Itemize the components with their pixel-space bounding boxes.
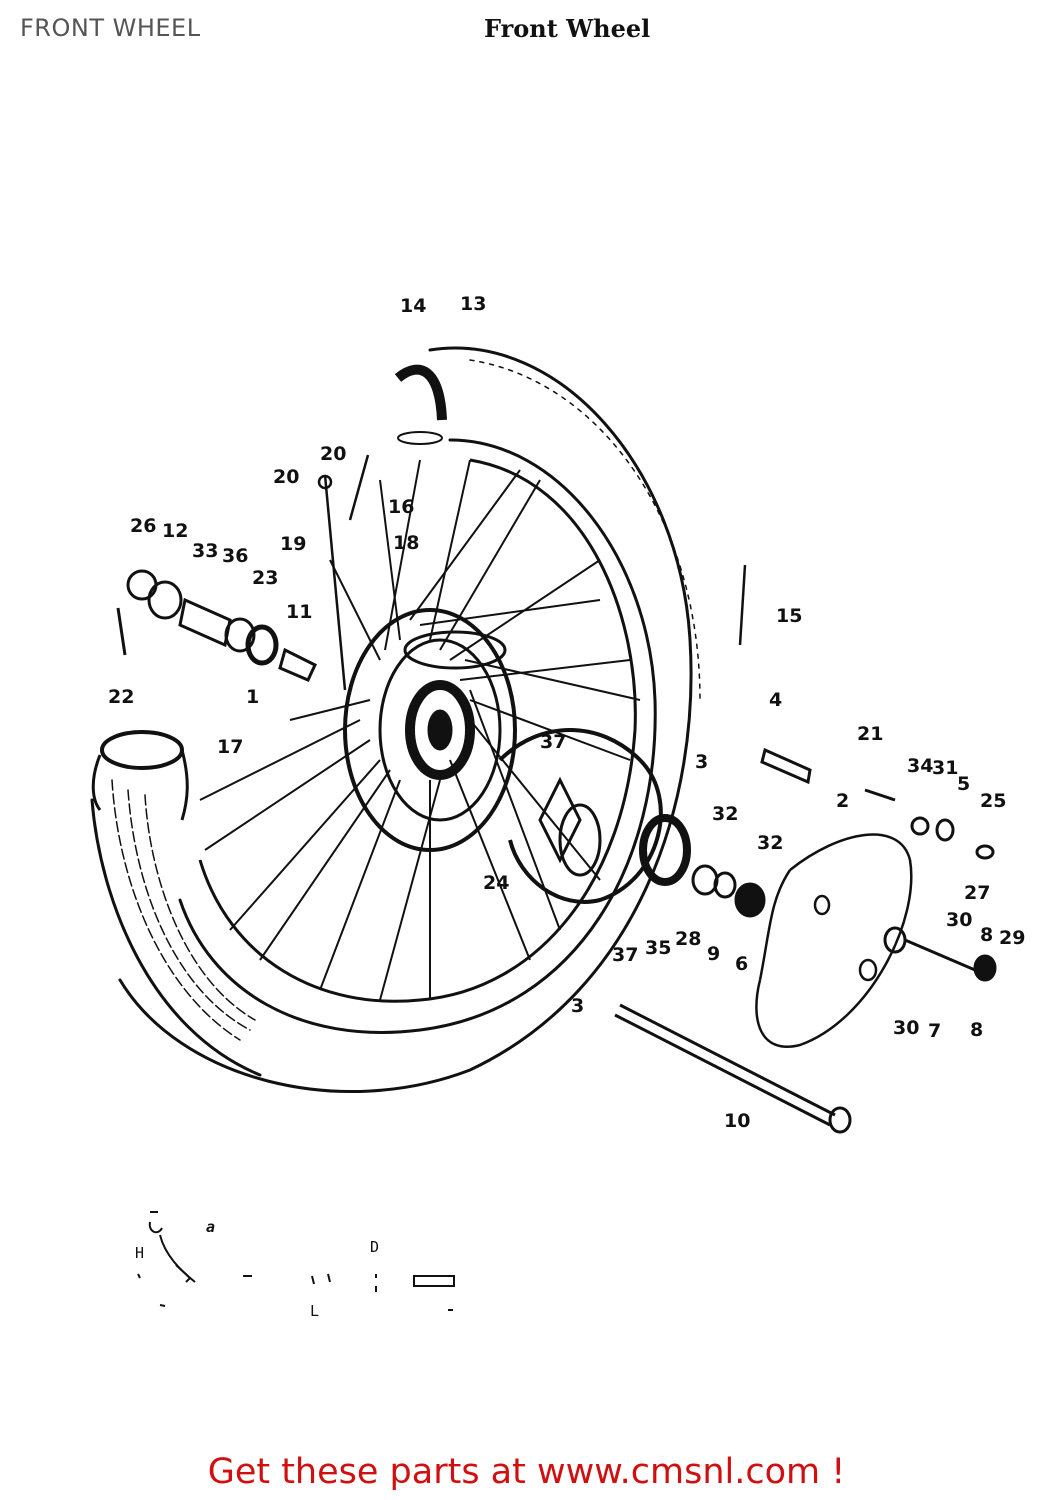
callout-24: 24 xyxy=(483,872,509,894)
callout-36: 36 xyxy=(222,545,248,567)
callout-8: 8 xyxy=(980,924,993,946)
tire-section-bottom xyxy=(91,730,189,821)
spokes xyxy=(199,459,641,1001)
callout-13: 13 xyxy=(460,293,486,315)
brake-panel xyxy=(755,833,913,1048)
callout-10: 10 xyxy=(724,1110,750,1132)
dimension-legend: a H D L xyxy=(135,1211,455,1320)
callout-21: 21 xyxy=(857,723,883,745)
callout-18: 18 xyxy=(393,532,419,554)
callout-32: 32 xyxy=(712,803,738,825)
callout-37: 37 xyxy=(540,731,566,753)
callout-26: 26 xyxy=(130,515,156,537)
callout-14: 14 xyxy=(400,295,426,317)
legend-glyphs xyxy=(137,1211,455,1311)
page-label: FRONT WHEEL xyxy=(20,14,201,42)
hub xyxy=(343,608,517,852)
callout-3: 3 xyxy=(695,751,708,773)
callout-23: 23 xyxy=(252,567,278,589)
callout-12: 12 xyxy=(162,520,188,542)
callout-7: 7 xyxy=(928,1020,941,1042)
callout-labels: 14 13 20 20 16 18 19 26 12 33 36 23 11 2… xyxy=(108,293,1025,1132)
callout-27: 27 xyxy=(964,882,990,904)
callout-5: 5 xyxy=(957,773,970,795)
axle-parts-right xyxy=(691,864,766,918)
callout-30: 30 xyxy=(946,909,972,931)
legend-l: L xyxy=(310,1302,319,1320)
callout-17: 17 xyxy=(217,736,243,758)
callout-9: 9 xyxy=(707,943,720,965)
legend-d: D xyxy=(370,1238,379,1256)
cmsnl-parts-link[interactable]: Get these parts at www.cmsnl.com ! xyxy=(207,1452,846,1492)
oil-seal xyxy=(639,814,691,886)
callout-8: 8 xyxy=(970,1019,983,1041)
callout-4: 4 xyxy=(769,689,782,711)
callout-6: 6 xyxy=(735,953,748,975)
callout-3: 3 xyxy=(571,995,584,1017)
callout-31: 31 xyxy=(932,757,958,779)
callout-20: 20 xyxy=(320,443,346,465)
callout-20: 20 xyxy=(273,466,299,488)
axle xyxy=(614,1003,852,1134)
valve-parts xyxy=(317,454,747,691)
brake-cam xyxy=(760,747,997,982)
callout-28: 28 xyxy=(675,928,701,950)
tire xyxy=(90,346,701,1094)
callout-1: 1 xyxy=(246,686,259,708)
callout-25: 25 xyxy=(980,790,1006,812)
callout-34: 34 xyxy=(907,755,933,777)
callout-33: 33 xyxy=(192,540,218,562)
callout-32: 32 xyxy=(757,832,783,854)
callout-35: 35 xyxy=(645,937,671,959)
tire-section-top xyxy=(394,364,447,445)
callout-11: 11 xyxy=(286,601,312,623)
callout-15: 15 xyxy=(776,605,802,627)
callout-19: 19 xyxy=(280,533,306,555)
callout-37: 37 xyxy=(612,944,638,966)
callout-2: 2 xyxy=(836,790,849,812)
callout-30: 30 xyxy=(893,1017,919,1039)
legend-a: a xyxy=(206,1218,215,1236)
axle-parts-left xyxy=(116,569,317,682)
callout-16: 16 xyxy=(388,496,414,518)
callout-22: 22 xyxy=(108,686,134,708)
diagram-svg: 14 13 20 20 16 18 19 26 12 33 36 23 11 2… xyxy=(90,293,1025,1320)
callout-29: 29 xyxy=(999,927,1025,949)
legend-h: H xyxy=(135,1244,144,1262)
brake-shoes xyxy=(498,728,663,904)
diagram-title: Front Wheel xyxy=(484,14,651,43)
